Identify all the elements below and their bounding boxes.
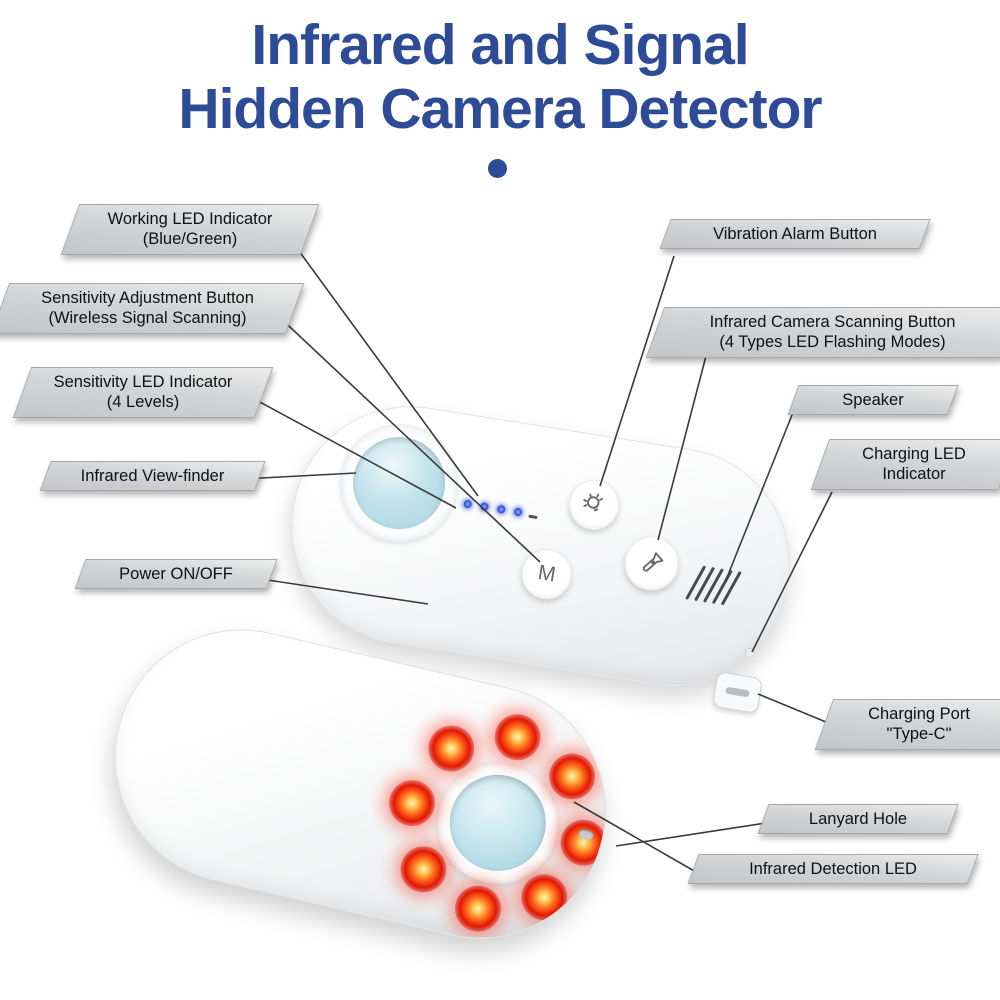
bulb-icon [583,493,604,512]
label-lanyard: Lanyard Hole [763,804,953,834]
label-ir-scan: Infrared Camera Scanning Button (4 Types… [655,307,1000,358]
label-charging-port: Charging Port "Type-C" [824,699,1000,750]
title-dot-decoration [488,159,507,178]
sensitivity-led-dot [496,504,506,514]
label-ir-detection-led: Infrared Detection LED [693,854,973,884]
infrared-detection-led [516,869,572,925]
sensitivity-led-dot [479,502,490,512]
infrared-detection-led [555,815,612,871]
label-sensitivity-button: Sensitivity Adjustment Button (Wireless … [0,283,295,334]
infrared-detection-led [489,709,546,765]
label-working-led: Working LED Indicator (Blue/Green) [70,204,310,255]
label-text: Sensitivity LED Indicator (4 Levels) [53,373,233,412]
sensitivity-led-dot [463,499,473,509]
label-text: Infrared View-finder [80,467,225,485]
label-text: Infrared Detection LED [749,860,917,878]
charging-port-type-c [711,671,764,714]
label-vibration: Vibration Alarm Button [665,219,925,249]
label-text: Lanyard Hole [808,810,908,828]
infrared-scan-button [620,532,683,595]
usb-c-slot [725,686,750,698]
charging-led-indicator [744,647,756,659]
label-viewfinder: Infrared View-finder [45,461,260,491]
sensitivity-adjust-button: M [518,545,576,603]
infrared-detection-led [384,775,440,831]
page-title-line2: Hidden Camera Detector [178,76,822,141]
working-led-dot [513,507,523,517]
detector-front: M [274,389,808,714]
label-text: Power ON/OFF [119,565,233,583]
vibration-alarm-button [565,476,623,534]
label-text: Working LED Indicator (Blue/Green) [107,210,273,249]
speaker-slot [720,570,742,606]
label-charging-led: Charging LED Indicator [820,439,1000,490]
mode-button-label: M [536,561,558,587]
infrared-detection-led [450,881,506,937]
label-text: Speaker [842,391,904,409]
led-dash-marker [528,514,538,520]
label-text: Infrared Camera Scanning Button (4 Types… [709,313,956,352]
label-power: Power ON/OFF [80,559,272,589]
label-text: Sensitivity Adjustment Button (Wireless … [41,289,254,328]
label-text: Charging LED Indicator [862,445,966,484]
label-text: Charging Port "Type-C" [868,705,970,744]
page-title-line1: Infrared and Signal [251,13,749,77]
label-speaker: Speaker [793,385,953,415]
page-title: Infrared and Signal Hidden Camera Detect… [0,13,1000,142]
label-sensitivity-led: Sensitivity LED Indicator (4 Levels) [22,367,264,418]
speaker-grille [685,564,742,608]
flashlight-icon [642,552,664,572]
label-text: Vibration Alarm Button [713,225,877,243]
